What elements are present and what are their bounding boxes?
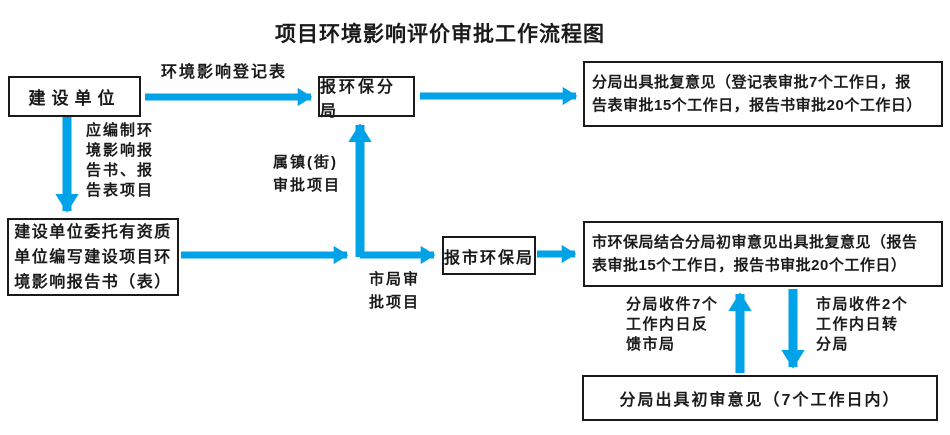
label-should-prepare: 应编制环 境影响报 告书、报 告表项目 — [86, 122, 155, 199]
label-branch-receive-feedback: 分局收件7个 工作内日反 馈市局 — [626, 296, 719, 353]
label-registration-form: 环境影响登记表 — [161, 64, 288, 81]
page-title: 项目环境影响评价审批工作流程图 — [275, 23, 605, 46]
node-report-branch-bureau: 报环保分局 — [318, 76, 415, 120]
label-city-receive-transfer: 市局收件2个 工作内日转 分局 — [816, 296, 909, 353]
node-report-city-bureau: 报市环保局 — [442, 236, 536, 275]
node-entrust-qualified-unit: 建设单位委托有资质 单位编写建设项目环 境影响报告书（表） — [7, 218, 179, 296]
node-branch-reply: 分局出具批复意见（登记表审批7个工作日，报 告表审批15个工作日，报告书审批20… — [583, 61, 943, 127]
node-branch-initial-opinion: 分局出具初审意见（7个工作日内） — [582, 375, 938, 421]
node-city-reply: 市环保局结合分局初审意见出具批复意见（报告 表审批15个工作日，报告书审批20个… — [583, 221, 943, 287]
label-city-approval-projects: 市局审 批项目 — [369, 271, 421, 311]
label-town-street-projects: 属镇(街) 审批项目 — [273, 154, 342, 194]
node-construction-unit: 建设单位 — [8, 76, 141, 117]
